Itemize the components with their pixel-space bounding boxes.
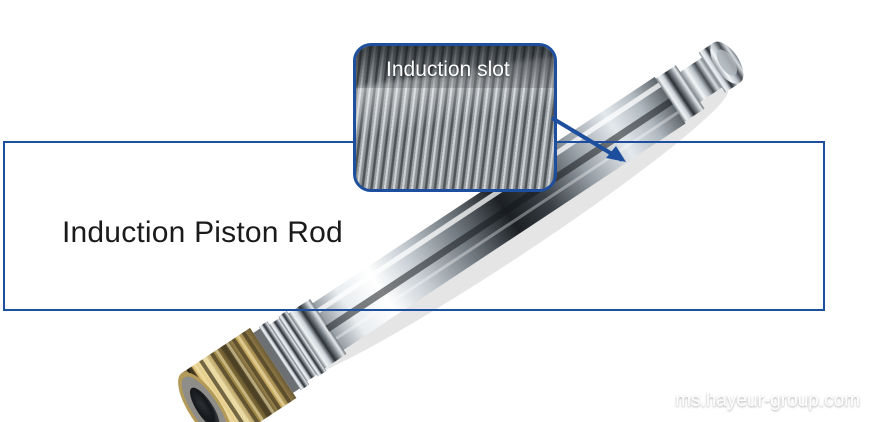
page-title: Induction Piston Rod bbox=[62, 216, 343, 249]
watermark: ms.hayeur-group.com bbox=[675, 390, 860, 411]
callout-label-backdrop bbox=[356, 46, 554, 88]
induction-slot-callout bbox=[353, 43, 557, 192]
callout-arrow bbox=[550, 116, 626, 162]
callout-label: Induction slot bbox=[386, 58, 510, 81]
